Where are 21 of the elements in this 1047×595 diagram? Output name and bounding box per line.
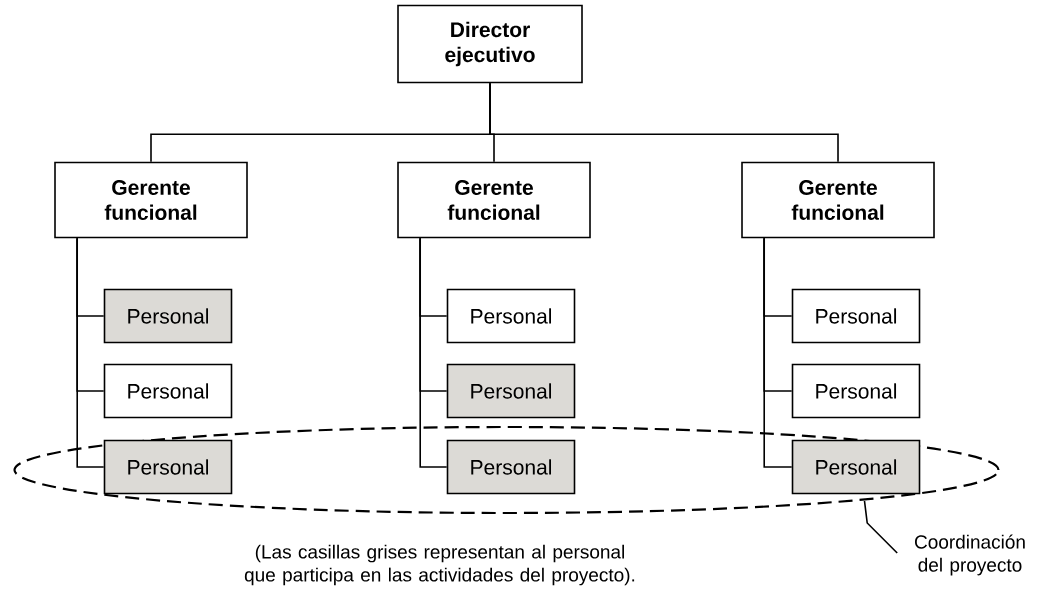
staff-box: Personal xyxy=(103,439,233,495)
staff-box: Personal xyxy=(791,288,921,344)
staff-box: Personal xyxy=(446,363,576,419)
dashed-ellipse xyxy=(13,425,1000,515)
connector-line xyxy=(419,237,448,468)
caption: (Las casillas grises representan al personal que participa en las actividades del proyecto). xyxy=(244,544,635,586)
director-box: Director ejecutivo xyxy=(397,4,583,84)
leader-line xyxy=(863,500,898,554)
connector-line xyxy=(76,237,105,468)
staff-box: Personal xyxy=(446,439,576,495)
staff-box: Personal xyxy=(446,288,576,344)
connector-line xyxy=(489,82,839,163)
manager-box: Gerente funcional xyxy=(741,161,935,239)
connector-line xyxy=(763,237,793,468)
manager-box: Gerente funcional xyxy=(54,161,248,239)
staff-box: Personal xyxy=(791,439,921,495)
staff-box: Personal xyxy=(103,363,233,419)
callout-text: Coordinación del proyecto xyxy=(915,534,1025,576)
staff-box: Personal xyxy=(791,363,921,419)
staff-box: Personal xyxy=(103,288,233,344)
manager-box: Gerente funcional xyxy=(397,161,591,239)
